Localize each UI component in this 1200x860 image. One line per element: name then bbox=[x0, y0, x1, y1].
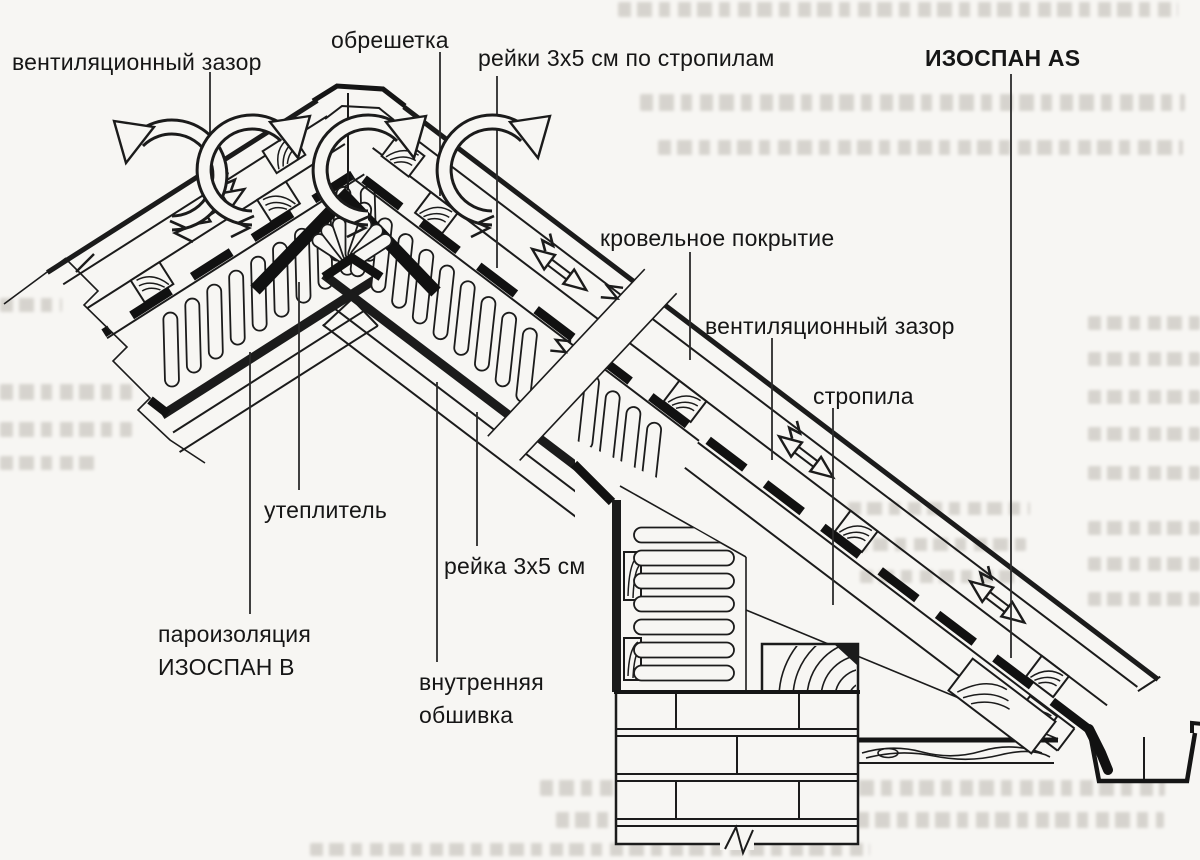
gutter bbox=[1087, 732, 1198, 784]
label-lathing: обрешетка bbox=[331, 27, 449, 53]
label-rafters: стропила bbox=[813, 383, 914, 409]
brick-wall bbox=[614, 690, 860, 857]
eaves-detail bbox=[858, 657, 1200, 784]
label-batten: рейка 3х5 см bbox=[444, 553, 586, 579]
label-inner-lining: внутренняя обшивка bbox=[419, 669, 544, 728]
label-insulation: утеплитель bbox=[264, 497, 387, 523]
ridge-membrane-chevron bbox=[250, 187, 441, 297]
vapor-barrier-ridge-chevron bbox=[321, 252, 384, 281]
left-eaves-cut bbox=[3, 253, 206, 464]
label-counter-battens: рейки 3х5 см по стропилам bbox=[478, 45, 775, 71]
label-leader-lines bbox=[209, 52, 1012, 662]
label-vent-gap-left: вентиляционный зазор bbox=[12, 49, 262, 75]
wall-plate-beam bbox=[760, 642, 860, 694]
label-vent-gap-right: вентиляционный зазор bbox=[705, 313, 955, 339]
label-vapor-barrier-izospan-b: пароизоляция ИЗОСПАН В bbox=[158, 621, 312, 680]
label-roof-covering: кровельное покрытие bbox=[600, 225, 835, 251]
ridge-detail bbox=[250, 83, 441, 327]
label-membrane-izospan-as: ИЗОСПАН AS bbox=[925, 45, 1081, 71]
membrane-drip-edge bbox=[1084, 724, 1113, 775]
